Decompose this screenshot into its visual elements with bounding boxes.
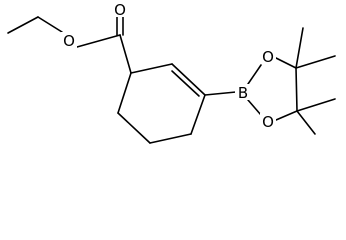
bond-ethyl-ch2-o — [37, 16, 63, 33]
bond-ring-c5-c6 — [117, 112, 151, 144]
bond-boron-o-bottom — [247, 99, 262, 116]
bond-o-bottom-c — [275, 110, 298, 121]
bond-methyl-bottom-right — [296, 98, 336, 112]
atom-label-ring-oxygen-bottom: O — [262, 113, 274, 131]
atom-ring-oxygen-bottom: O — [260, 113, 276, 131]
bond-boron-o-top — [247, 64, 262, 85]
structure-canvas: O O B O O — [7, 1, 336, 144]
atom-label-ring-oxygen-top: O — [262, 48, 274, 66]
bond-ethyl-ch3-ch2 — [7, 16, 39, 34]
bond-ester-o-carbonyl-c — [76, 34, 121, 48]
atom-boron: B — [235, 84, 251, 102]
bond-carbonyl-c-ring — [119, 34, 132, 74]
atom-carbonyl-oxygen: O — [112, 1, 128, 19]
atom-label-ester-oxygen: O — [63, 32, 75, 50]
bond-c-c-dioxaborolane — [295, 67, 298, 112]
bond-ring-c2-c3 — [171, 63, 206, 96]
molecule-drawing: O O B O O — [7, 1, 336, 144]
atom-label-boron: B — [238, 84, 248, 102]
bond-methyl-bottom-down — [296, 110, 316, 135]
bond-ring-c6-c1 — [117, 72, 132, 114]
bond-ring-c1-c2 — [130, 63, 173, 74]
atom-label-carbonyl-oxygen: O — [114, 1, 126, 19]
atom-ester-oxygen: O — [61, 32, 77, 50]
bond-ring-c2-c3-inner — [171, 70, 200, 97]
atom-ring-oxygen-top: O — [260, 48, 276, 66]
bond-methyl-top-up — [295, 27, 304, 69]
bond-ring-boron — [204, 91, 237, 96]
bond-ring-c3-c4 — [190, 94, 206, 135]
bond-ring-c4-c5 — [149, 133, 192, 144]
bond-methyl-top-right — [295, 55, 336, 69]
bond-o-top-c — [275, 57, 297, 69]
